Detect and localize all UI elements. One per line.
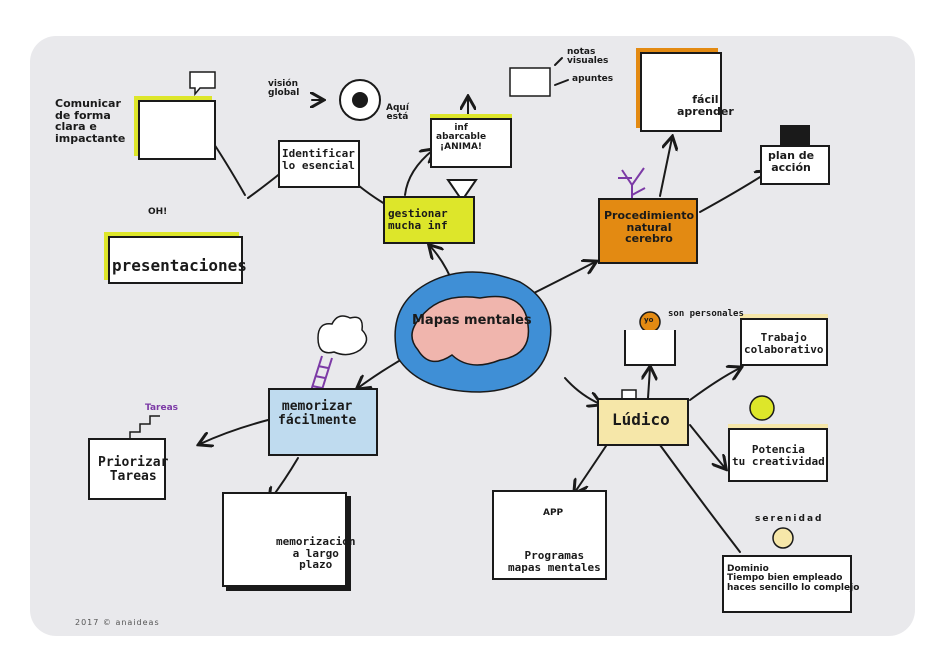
priorizar-box — [88, 438, 166, 500]
apple-icon — [749, 395, 775, 421]
trabajo-text: Trabajo colaborativo — [744, 331, 824, 356]
ludico-text: Lúdico — [612, 410, 670, 429]
footer-credit: 2017 © anaideas — [75, 618, 160, 627]
son-personales-text: son personales — [668, 309, 744, 319]
dominio-box — [722, 555, 852, 613]
neuron-icon — [618, 167, 646, 210]
center-text: Mapas mentales — [412, 313, 532, 328]
memorizar-text: memorizar fácilmente — [278, 399, 357, 428]
apuntes-text: apuntes — [572, 74, 614, 84]
meditation-icon — [772, 527, 794, 549]
presentaciones-text: presentaciones — [112, 256, 247, 275]
facil-box — [640, 52, 722, 132]
comunicar-text: Comunicar de forma clara e impactante — [55, 97, 126, 145]
identificar-text: Identificar lo esencial — [282, 147, 355, 172]
brain-icon — [411, 295, 530, 366]
plan-text: plan de acción — [768, 149, 815, 174]
identificar-box — [278, 140, 360, 188]
eye-icon — [352, 92, 368, 108]
notas-text: notas visuales — [567, 47, 609, 67]
inf-abarcable-box — [430, 118, 512, 168]
memorizar-box — [268, 388, 378, 456]
priorizar-text: Priorizar Tareas — [98, 455, 169, 484]
ludico-box — [597, 398, 689, 446]
serenidad-text: serenidad — [755, 514, 824, 524]
programas-text: Programas mapas mentales — [508, 549, 601, 574]
memorizacion-box — [222, 492, 347, 587]
presentaciones-box — [108, 236, 243, 284]
comunicar-figure-box — [138, 100, 216, 160]
potencia-box — [728, 428, 828, 482]
inf-abarcable-text: inf abarcable ¡ANIMA! — [436, 123, 487, 152]
tareas-tag-text: Tareas — [145, 403, 179, 413]
clapperboard-icon — [780, 125, 810, 145]
procedimiento-box — [598, 198, 698, 264]
speech-bubble-icon — [189, 71, 216, 97]
yo-text: yo — [644, 316, 654, 324]
memorizacion-text: memorización a largo plazo — [276, 535, 356, 572]
flower-box — [624, 330, 676, 366]
aqui-text: Aquí está — [386, 103, 409, 123]
gestionar-text: gestionar mucha inf — [388, 207, 448, 232]
facil-text: fácil aprender — [677, 93, 734, 118]
vision-text: visión global — [268, 79, 300, 99]
trabajo-box — [740, 318, 828, 366]
oh-text: OH! — [148, 207, 168, 217]
cards-icon — [509, 67, 551, 97]
dominio-text: Dominio Tiempo bien empleado haces senci… — [727, 564, 860, 593]
gestionar-box — [383, 196, 475, 244]
programas-box — [492, 490, 607, 580]
potencia-text: Potencia tu creatividad — [732, 443, 825, 468]
stairs-icon — [129, 415, 160, 440]
procedimiento-text: Procedimiento natural cerebro — [604, 209, 695, 246]
cloud-icon — [317, 315, 368, 356]
app-text: APP — [543, 508, 564, 518]
plan-box — [760, 145, 830, 185]
